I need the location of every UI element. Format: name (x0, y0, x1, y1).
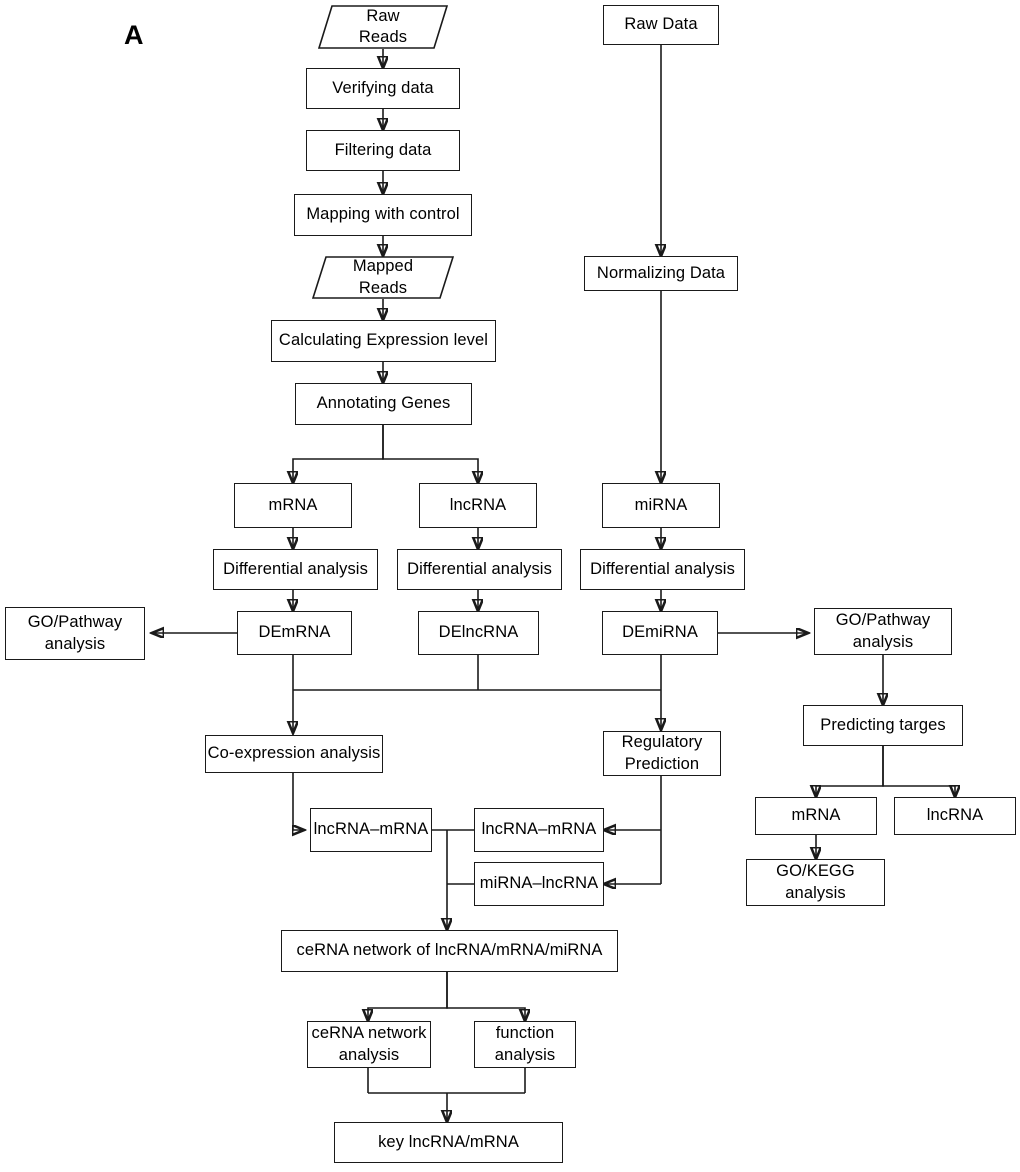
node-label: GO/Pathway analysis (835, 611, 931, 651)
node-cerna-network[interactable]: ceRNA network of lncRNA/mRNA/miRNA (281, 930, 618, 972)
node-label: mRNA (268, 495, 318, 514)
node-label: miRNA (634, 495, 688, 514)
node-lncrna[interactable]: lncRNA (419, 483, 537, 528)
node-label: lncRNA (926, 806, 984, 825)
node-label: lncRNA–mRNA (313, 820, 429, 839)
wire-coexpression-lncrnamrna (293, 773, 304, 830)
node-filtering-data[interactable]: Filtering data (306, 130, 460, 171)
node-label: Verifying data (332, 78, 434, 97)
node-lncrna-mrna-coexpression[interactable]: lncRNA–mRNA (310, 808, 432, 852)
wire-predicting-lncrna (882, 746, 955, 797)
node-label: key lncRNA/mRNA (378, 1132, 519, 1151)
panel-label-a: A (124, 20, 144, 50)
node-target-lncrna[interactable]: lncRNA (894, 797, 1016, 835)
node-label: GO/Pathway analysis (27, 613, 123, 653)
node-label: Co-expression analysis (207, 744, 381, 763)
node-label: mRNA (791, 806, 841, 825)
node-mrna[interactable]: mRNA (234, 483, 352, 528)
wire-annotating-mrna (293, 425, 384, 483)
node-label: Annotating Genes (316, 394, 451, 413)
node-calculating-expression-level[interactable]: Calculating Expression level (271, 320, 496, 362)
node-co-expression-analysis[interactable]: Co-expression analysis (205, 735, 383, 773)
node-label: Calculating Expression level (278, 331, 489, 350)
node-function-analysis[interactable]: function analysis (474, 1021, 576, 1068)
node-differential-analysis-mirna[interactable]: Differential analysis (580, 549, 745, 590)
node-cerna-network-analysis[interactable]: ceRNA network analysis (307, 1021, 431, 1068)
parallelogram-shape (318, 5, 448, 49)
node-lncrna-mrna-regulatory[interactable]: lncRNA–mRNA (474, 808, 604, 852)
node-label: miRNA–lncRNA (479, 874, 599, 893)
node-label: Differential analysis (223, 559, 368, 578)
node-label: Filtering data (334, 140, 432, 159)
node-label: Raw Reads (358, 6, 408, 46)
wire-cerna-functionanalysis (446, 972, 525, 1021)
node-differential-analysis-lncrna[interactable]: Differential analysis (397, 549, 562, 590)
node-mapped-reads[interactable]: Mapped Reads (312, 256, 454, 299)
node-label: Predicting targes (820, 715, 946, 734)
node-mirna[interactable]: miRNA (602, 483, 720, 528)
wire-predicting-mrna (816, 746, 884, 797)
node-verifying-data[interactable]: Verifying data (306, 68, 460, 109)
node-label: ceRNA network of lncRNA/mRNA/miRNA (296, 941, 603, 960)
node-predicting-targes[interactable]: Predicting targes (803, 705, 963, 746)
node-mapping-with-control[interactable]: Mapping with control (294, 194, 472, 236)
node-raw-reads[interactable]: Raw Reads (318, 5, 448, 49)
node-label: lncRNA–mRNA (481, 820, 597, 839)
node-label: GO/KEGG analysis (776, 862, 855, 902)
node-demrna[interactable]: DEmRNA (237, 611, 352, 655)
node-label: Raw Data (624, 15, 698, 34)
wire-annotating-lncrna (382, 425, 478, 483)
wire-cerna-networkanalysis (368, 972, 448, 1021)
node-label: DEmRNA (258, 623, 331, 642)
node-label: DElncRNA (438, 623, 519, 642)
node-label: Normalizing Data (596, 263, 726, 282)
node-raw-data[interactable]: Raw Data (603, 5, 719, 45)
node-demirna[interactable]: DEmiRNA (602, 611, 718, 655)
node-target-mrna[interactable]: mRNA (755, 797, 877, 835)
node-mirna-lncrna-regulatory[interactable]: miRNA–lncRNA (474, 862, 604, 906)
node-differential-analysis-mrna[interactable]: Differential analysis (213, 549, 378, 590)
node-label: Mapped Reads (352, 257, 414, 297)
node-go-pathway-analysis-right[interactable]: GO/Pathway analysis (814, 608, 952, 655)
node-label: ceRNA network analysis (311, 1024, 427, 1064)
node-delncrna[interactable]: DElncRNA (418, 611, 539, 655)
node-regulatory-prediction[interactable]: Regulatory Prediction (603, 731, 721, 776)
node-normalizing-data[interactable]: Normalizing Data (584, 256, 738, 291)
node-label: Mapping with control (306, 205, 460, 224)
node-annotating-genes[interactable]: Annotating Genes (295, 383, 472, 425)
node-label: function analysis (494, 1024, 556, 1064)
node-label: DEmiRNA (622, 623, 698, 642)
node-go-kegg-analysis[interactable]: GO/KEGG analysis (746, 859, 885, 906)
node-label: lncRNA (449, 495, 507, 514)
node-go-pathway-analysis-left[interactable]: GO/Pathway analysis (5, 607, 145, 660)
node-label: Differential analysis (590, 559, 735, 578)
node-label: Differential analysis (407, 559, 552, 578)
parallelogram-shape (312, 256, 454, 299)
node-label: Regulatory Prediction (621, 733, 703, 773)
node-key-lncrna-mrna[interactable]: key lncRNA/mRNA (334, 1122, 563, 1163)
